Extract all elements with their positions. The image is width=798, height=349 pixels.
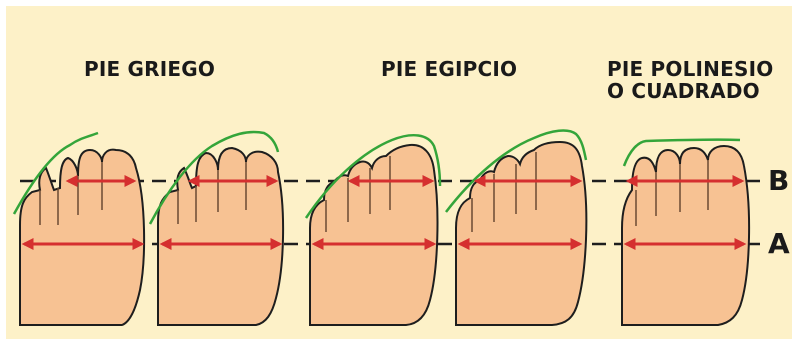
title-greek: PIE GRIEGO xyxy=(84,58,215,80)
label-line-a: A xyxy=(768,230,790,258)
title-polynesian-line1: PIE POLINESIO xyxy=(607,58,773,80)
title-egyptian: PIE EGIPCIO xyxy=(381,58,517,80)
foot-outline xyxy=(622,146,749,325)
foot-polynesian xyxy=(622,140,749,325)
label-line-b: B xyxy=(768,167,789,195)
title-polynesian-line2: O CUADRADO xyxy=(607,80,760,102)
